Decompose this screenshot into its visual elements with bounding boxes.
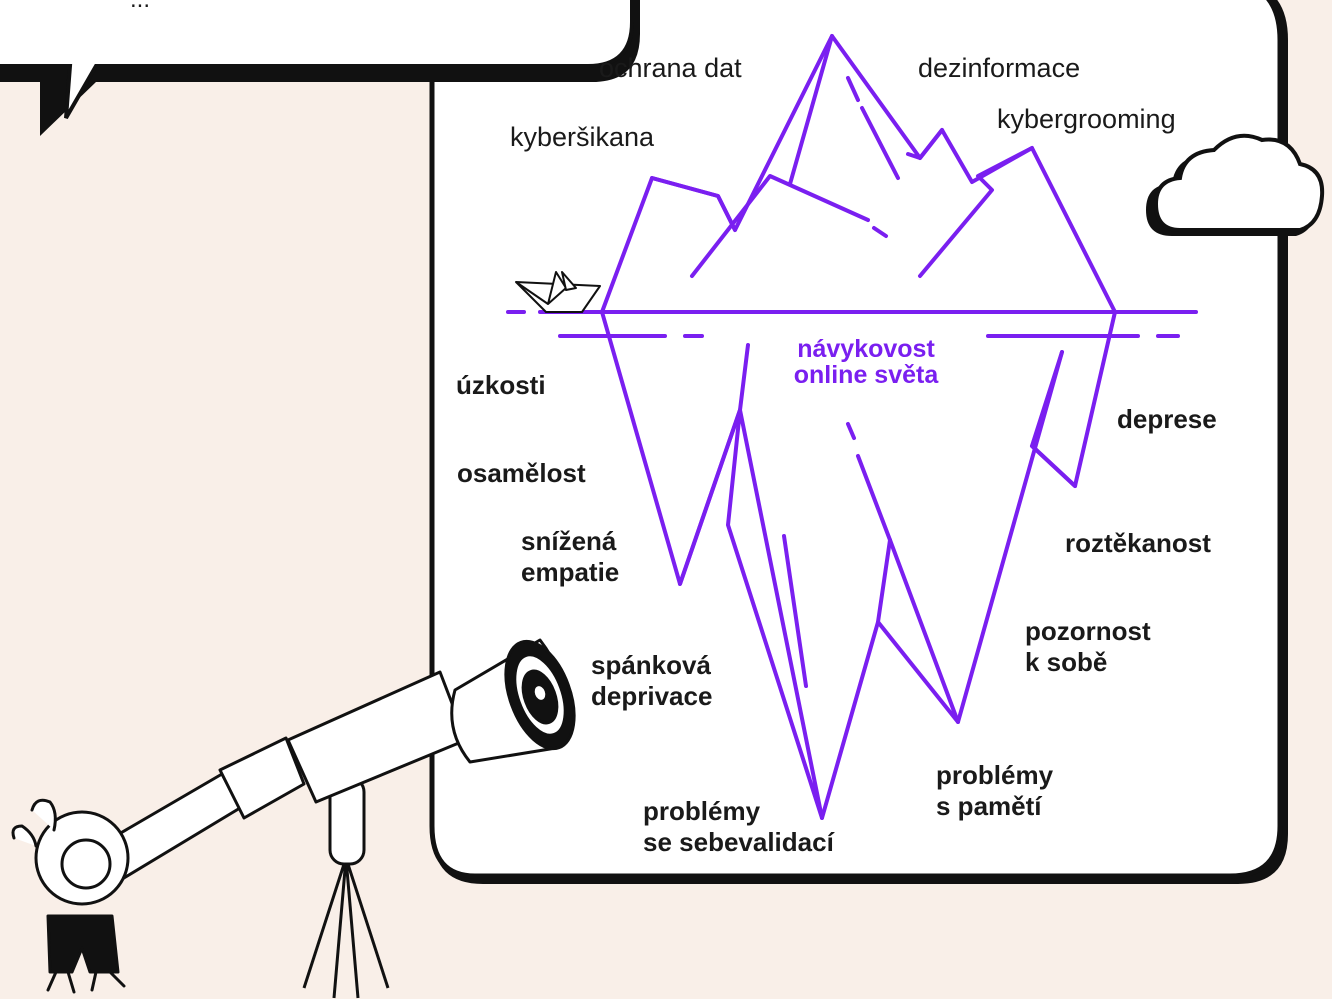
label-problemy-sebe-line2: se sebevalidací — [643, 827, 834, 858]
label-navykovost-line1: návykovost — [760, 336, 972, 362]
label-roztekanost: roztěkanost — [1065, 528, 1211, 559]
label-snizena-line2: empatie — [521, 557, 619, 588]
label-problemy-pamet-line2: s pamětí — [936, 791, 1053, 822]
label-navykovost-line2: online světa — [760, 362, 972, 388]
label-pozornost-line1: pozornost — [1025, 616, 1151, 647]
speech-bubble-text: ... — [130, 0, 150, 15]
label-problemy-sebe-line1: problémy — [643, 796, 834, 827]
label-problemy-se-sebevalidaci: problémy se sebevalidací — [643, 796, 834, 858]
label-kybersikana: kyberšikana — [510, 121, 654, 153]
label-kybergrooming: kybergrooming — [997, 103, 1176, 135]
label-dezinformace: dezinformace — [918, 52, 1080, 84]
label-osamelost: osamělost — [457, 458, 586, 489]
label-pozornost-line2: k sobě — [1025, 647, 1151, 678]
label-spankova-line2: deprivace — [591, 681, 712, 712]
label-snizena-empatie: snížená empatie — [521, 526, 619, 588]
character-figure — [13, 800, 128, 992]
label-navykovost: návykovost online světa — [760, 336, 972, 389]
label-problemy-pamet-line1: problémy — [936, 760, 1053, 791]
label-deprese: deprese — [1117, 404, 1217, 435]
label-uzkosti: úzkosti — [456, 370, 546, 401]
label-spankova-line1: spánková — [591, 650, 712, 681]
label-ochrana-dat: ochrana dat — [599, 52, 742, 84]
label-pozornost-k-sobe: pozornost k sobě — [1025, 616, 1151, 678]
label-spankova-deprivace: spánková deprivace — [591, 650, 712, 712]
label-snizena-line1: snížená — [521, 526, 619, 557]
label-problemy-s-pameti: problémy s pamětí — [936, 760, 1053, 822]
